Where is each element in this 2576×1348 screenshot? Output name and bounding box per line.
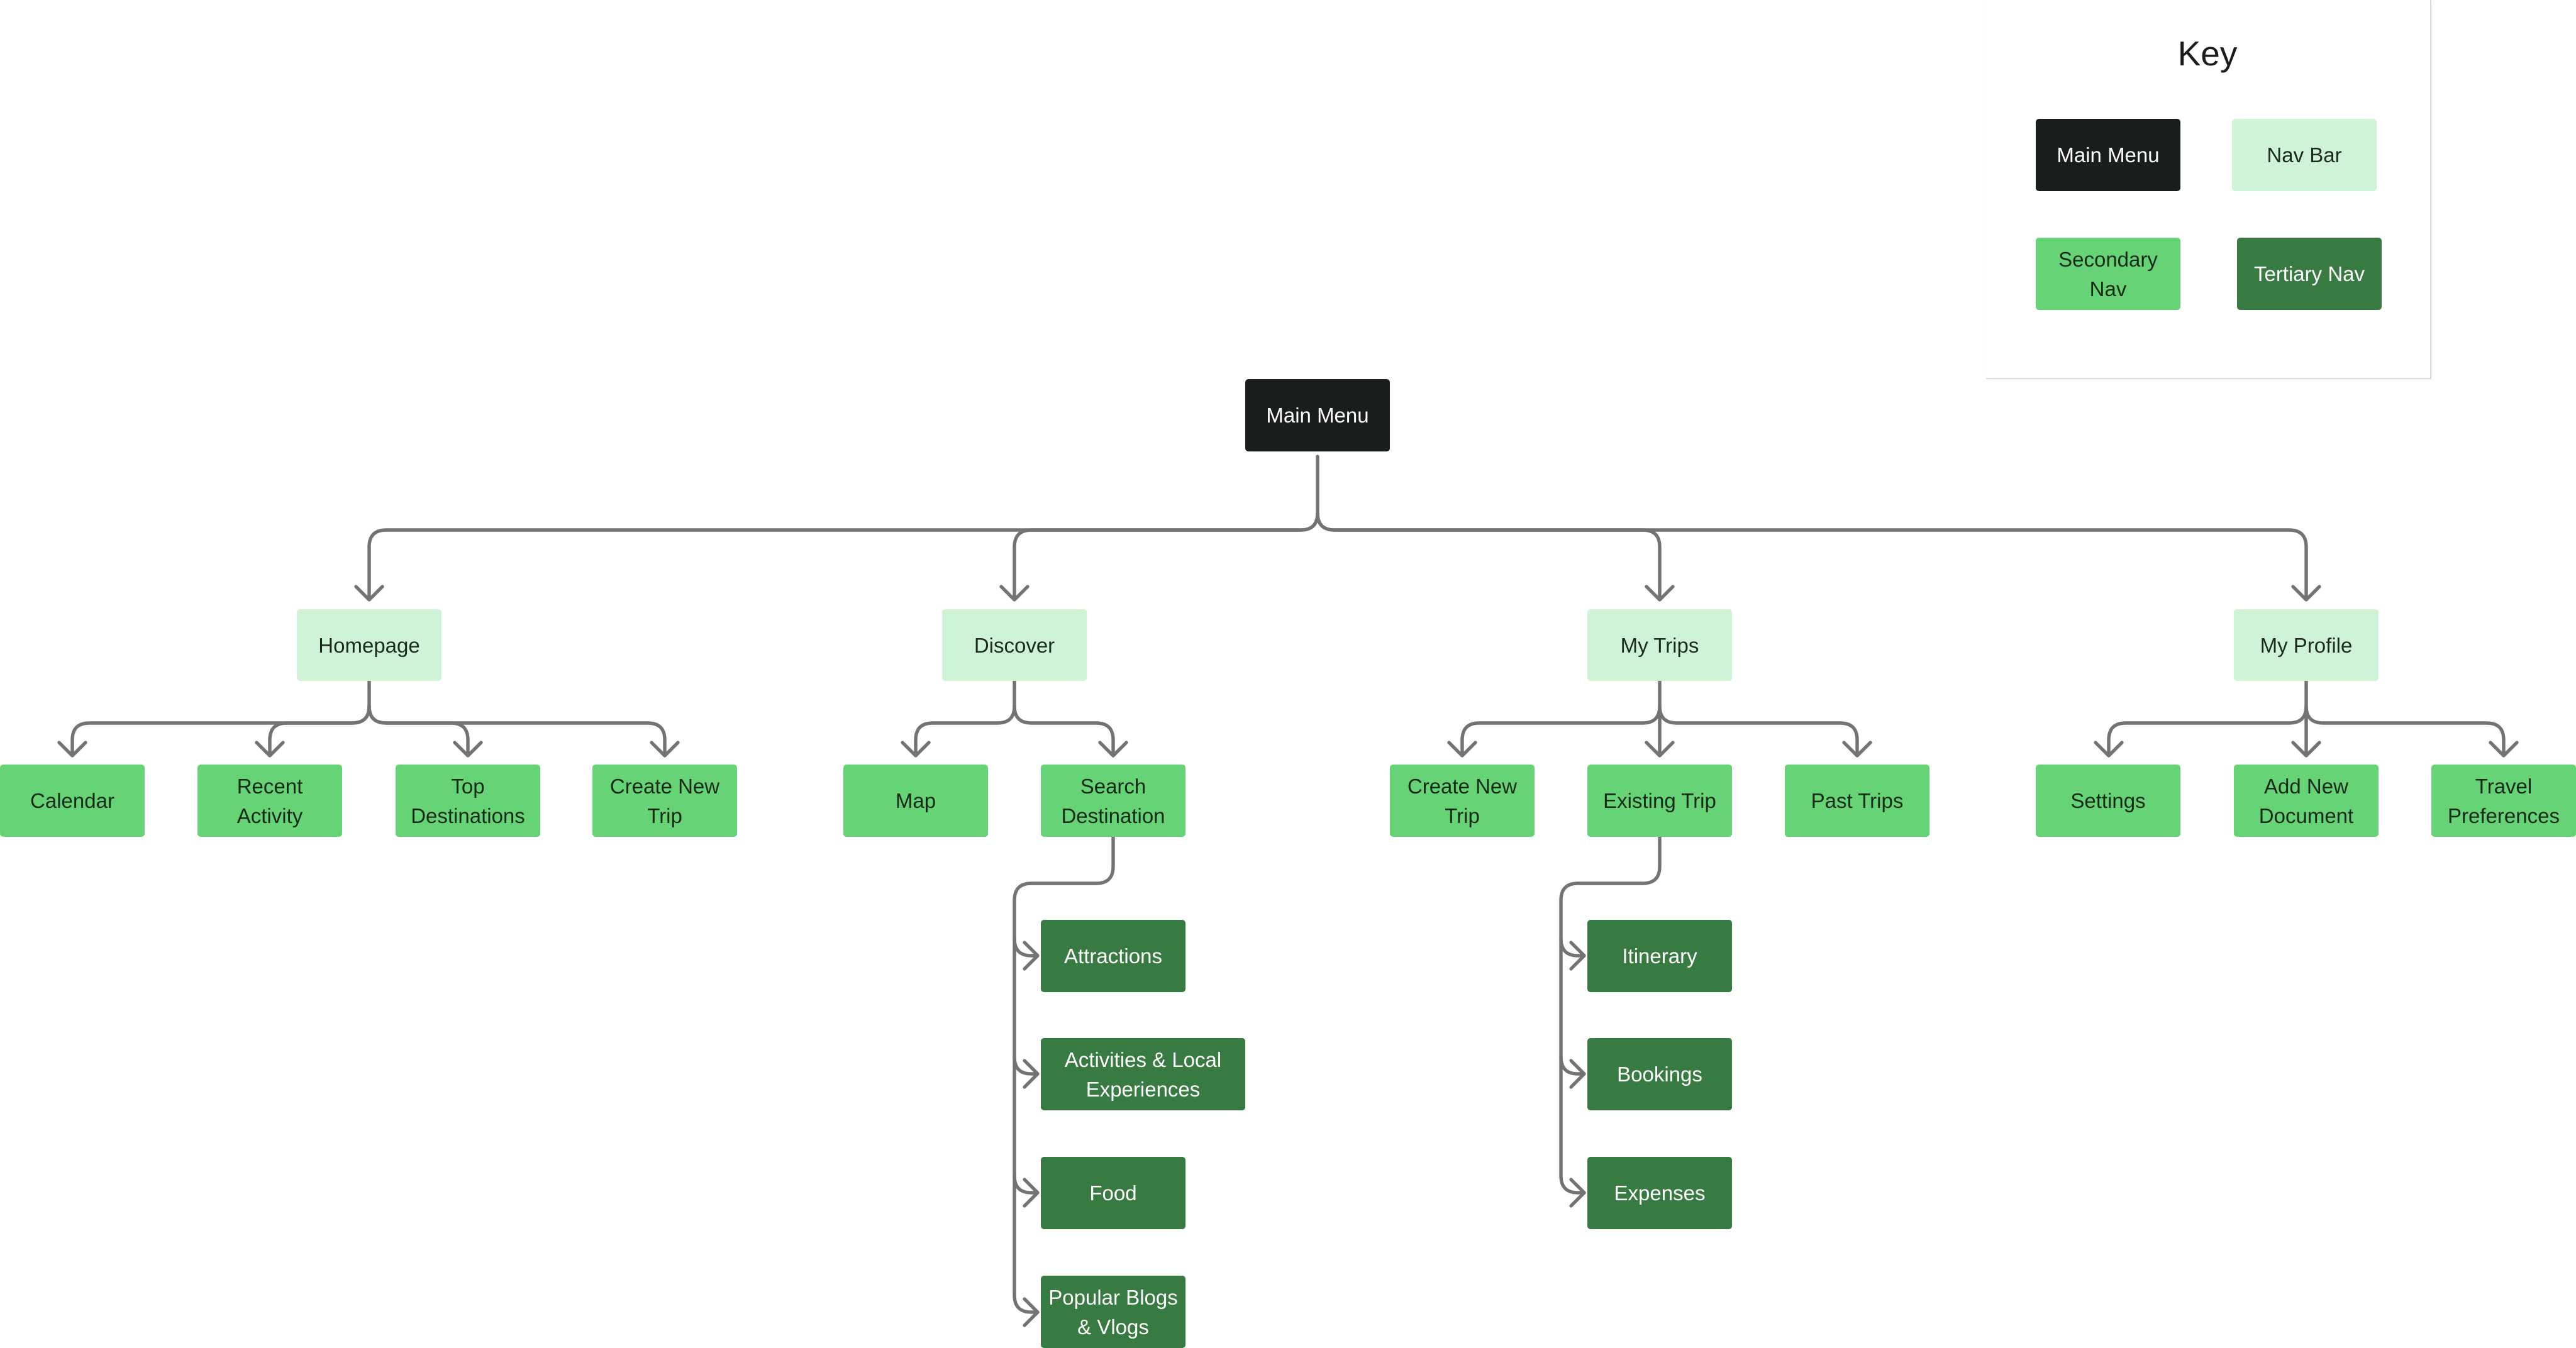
key-tertiary-nav: Tertiary Nav [2237,238,2382,310]
node-map: Map [843,765,988,837]
node-my-profile: My Profile [2234,609,2379,681]
node-recent-activity: Recent Activity [197,765,342,837]
connector-to-activities [1013,1055,1040,1089]
connector-to-expenses [1569,1178,1586,1208]
node-attractions: Attractions [1041,920,1185,992]
key-nav-bar: Nav Bar [2232,119,2377,191]
node-travel-preferences: Travel Preferences [2431,765,2576,837]
key-title: Key [2177,34,2238,73]
node-homepage: Homepage [297,609,441,681]
connector-root-to-discover [999,511,1319,602]
node-bookings: Bookings [1587,1038,1732,1110]
connector-to-attractions [1013,937,1040,971]
node-popular-blogs-vlogs: Popular Blogs & Vlogs [1041,1276,1185,1348]
node-existing-trip: Existing Trip [1587,765,1732,837]
node-create-new-trip-trips: Create New Trip [1390,765,1535,837]
connector-homepage-to-top-destinations [367,704,483,758]
node-food: Food [1041,1157,1185,1229]
connector-homepage-to-recent-activity [255,704,371,758]
node-add-new-document: Add New Document [2234,765,2379,837]
node-search-destination: Search Destination [1041,765,1185,837]
node-expenses: Expenses [1587,1157,1732,1229]
connector-to-itinerary [1559,937,1586,971]
node-itinerary: Itinerary [1587,920,1732,992]
connector-my-profile-to-travel-preferences [2304,704,2519,758]
node-discover: Discover [942,609,1087,681]
connector-root-to-homepage [354,511,1319,602]
connector-discover-to-search-destination [1013,704,1128,758]
node-past-trips: Past Trips [1785,765,1929,837]
connector-to-bookings [1559,1055,1586,1089]
connector-my-trips-trunk [1645,679,1675,758]
connector-root-to-my-profile [1316,511,2321,602]
connector-search-destination-trunk [1013,835,1115,1314]
connector-my-trips-to-past-trips [1658,704,1872,758]
node-top-destinations: Top Destinations [396,765,540,837]
connector-my-trips-to-create-new-trip [1447,704,1662,758]
key-secondary-nav: Secondary Nav [2036,238,2180,310]
key-main-menu: Main Menu [2036,119,2180,191]
node-main-menu: Main Menu [1245,379,1390,451]
connector-discover-to-map [901,704,1016,758]
connector-existing-trip-trunk [1559,835,1662,1195]
connector-homepage-to-create-new-trip [367,704,680,758]
node-calendar: Calendar [0,765,145,837]
node-activities-local-experiences: Activities & Local Experiences [1041,1038,1245,1110]
node-create-new-trip-home: Create New Trip [592,765,737,837]
node-my-trips: My Trips [1587,609,1732,681]
connector-my-profile-trunk [2291,679,2321,758]
connector-homepage-to-calendar [57,704,371,758]
connector-to-popular-blogs [1023,1297,1040,1327]
connector-root-to-my-trips [1316,511,1675,602]
connector-to-food [1013,1174,1040,1208]
connector-my-profile-to-settings [2094,704,2308,758]
node-settings: Settings [2036,765,2180,837]
